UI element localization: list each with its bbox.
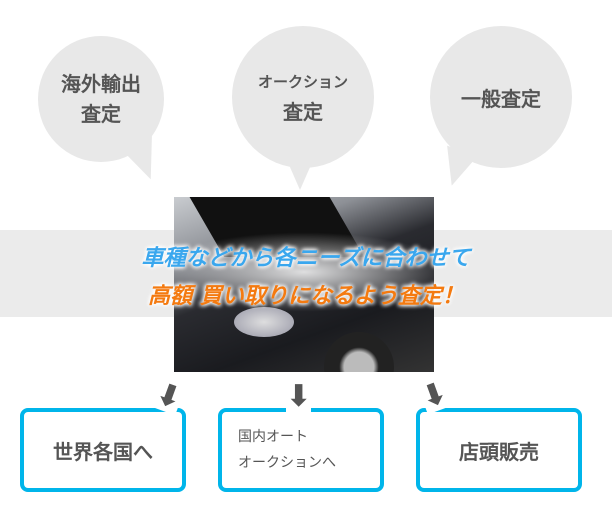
bubble-text: 査定 [81, 102, 121, 126]
bubble-general-appraisal: 一般査定 [430, 26, 572, 168]
arrow-down-icon: ⬇ [286, 379, 312, 414]
destination-store-sales: 店頭販売 [416, 408, 582, 492]
car-photo [174, 197, 434, 372]
headline-line1: 車種などから各ニーズに合わせて [141, 246, 471, 271]
destination-label: 国内オート [238, 429, 308, 445]
destination-label: オークションへ [238, 455, 336, 471]
headline-line2: 高額 買い取りになるよう査定！ [148, 284, 464, 309]
destination-label: 世界各国へ [53, 439, 153, 464]
bubble-export-appraisal: 海外輸出査定 [38, 36, 164, 162]
destination-overseas: 世界各国へ [20, 408, 186, 492]
bubble-text: オークション [257, 73, 348, 91]
bubble-text: 査定 [282, 100, 323, 124]
bubble-text: 一般査定 [461, 86, 541, 111]
bubble-text: 海外輸出 [61, 72, 141, 96]
bubble-auction-appraisal: オークション査定 [232, 26, 374, 168]
destination-label: 店頭販売 [459, 439, 539, 464]
destination-domestic-auction: 国内オートオークションへ [218, 408, 384, 492]
